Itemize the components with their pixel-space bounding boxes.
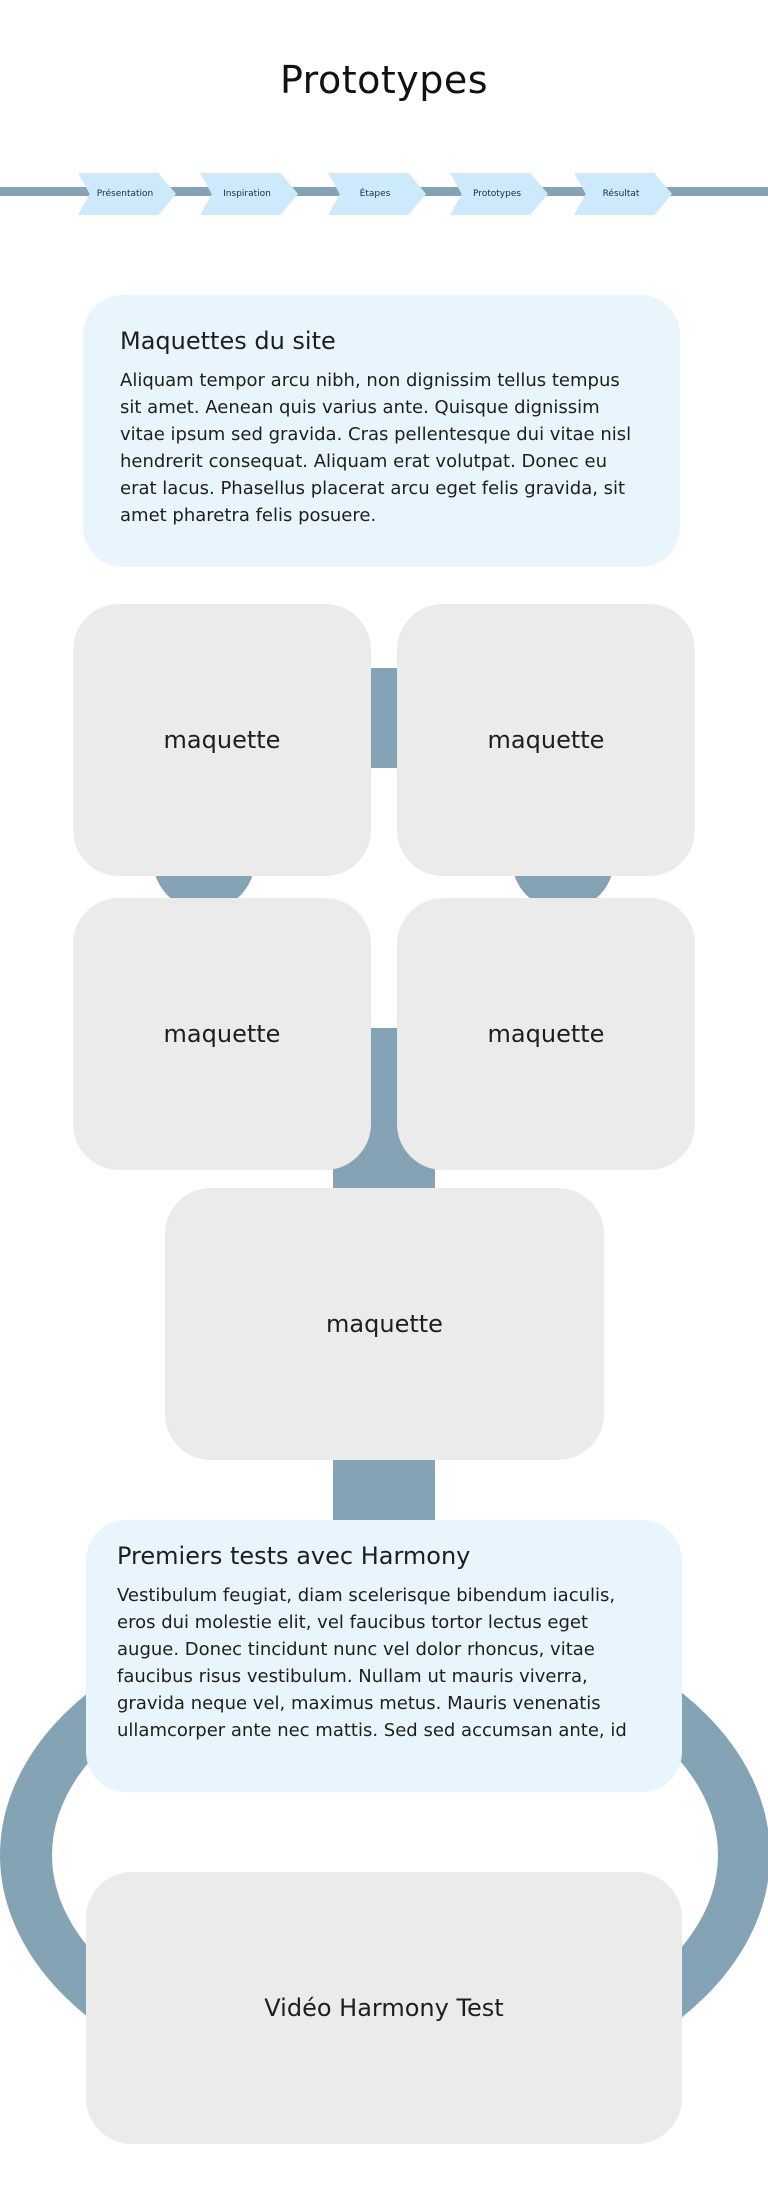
mockup-card[interactable]: maquette — [73, 898, 371, 1170]
step-etapes[interactable]: Étapes — [328, 173, 426, 215]
mockup-label: maquette — [326, 1310, 443, 1338]
mockup-card[interactable]: maquette — [397, 898, 695, 1170]
step-inspiration[interactable]: Inspiration — [200, 173, 298, 215]
video-card[interactable]: Vidéo Harmony Test — [86, 1872, 682, 2144]
tests-body: Vestibulum feugiat, diam scelerisque bib… — [117, 1585, 627, 1741]
tests-card: Premiers tests avec Harmony Vestibulum f… — [86, 1520, 682, 1792]
step-label: Inspiration — [223, 189, 271, 199]
mockup-card[interactable]: maquette — [165, 1188, 604, 1460]
intro-title: Maquettes du site — [120, 327, 336, 355]
step-label: Présentation — [96, 189, 154, 199]
step-presentation[interactable]: Présentation — [78, 173, 176, 215]
connector — [368, 668, 400, 768]
tests-title: Premiers tests avec Harmony — [117, 1542, 471, 1570]
mockup-label: maquette — [163, 1020, 281, 1048]
page-title: Prototypes — [279, 58, 489, 102]
step-label: Résultat — [602, 189, 640, 199]
mockup-label: maquette — [487, 1020, 605, 1048]
intro-body: Aliquam tempor arcu nibh, non dignissim … — [120, 370, 632, 526]
mockup-label: maquette — [487, 726, 605, 754]
step-label: Étapes — [359, 189, 391, 199]
step-label: Prototypes — [472, 189, 522, 199]
mockup-card[interactable]: maquette — [397, 604, 695, 876]
intro-card: Maquettes du site Aliquam tempor arcu ni… — [83, 295, 680, 567]
step-prototypes[interactable]: Prototypes — [450, 173, 548, 215]
video-label: Vidéo Harmony Test — [264, 1994, 504, 2022]
step-resultat[interactable]: Résultat — [574, 173, 672, 215]
mockup-card[interactable]: maquette — [73, 604, 371, 876]
mockup-label: maquette — [163, 726, 281, 754]
